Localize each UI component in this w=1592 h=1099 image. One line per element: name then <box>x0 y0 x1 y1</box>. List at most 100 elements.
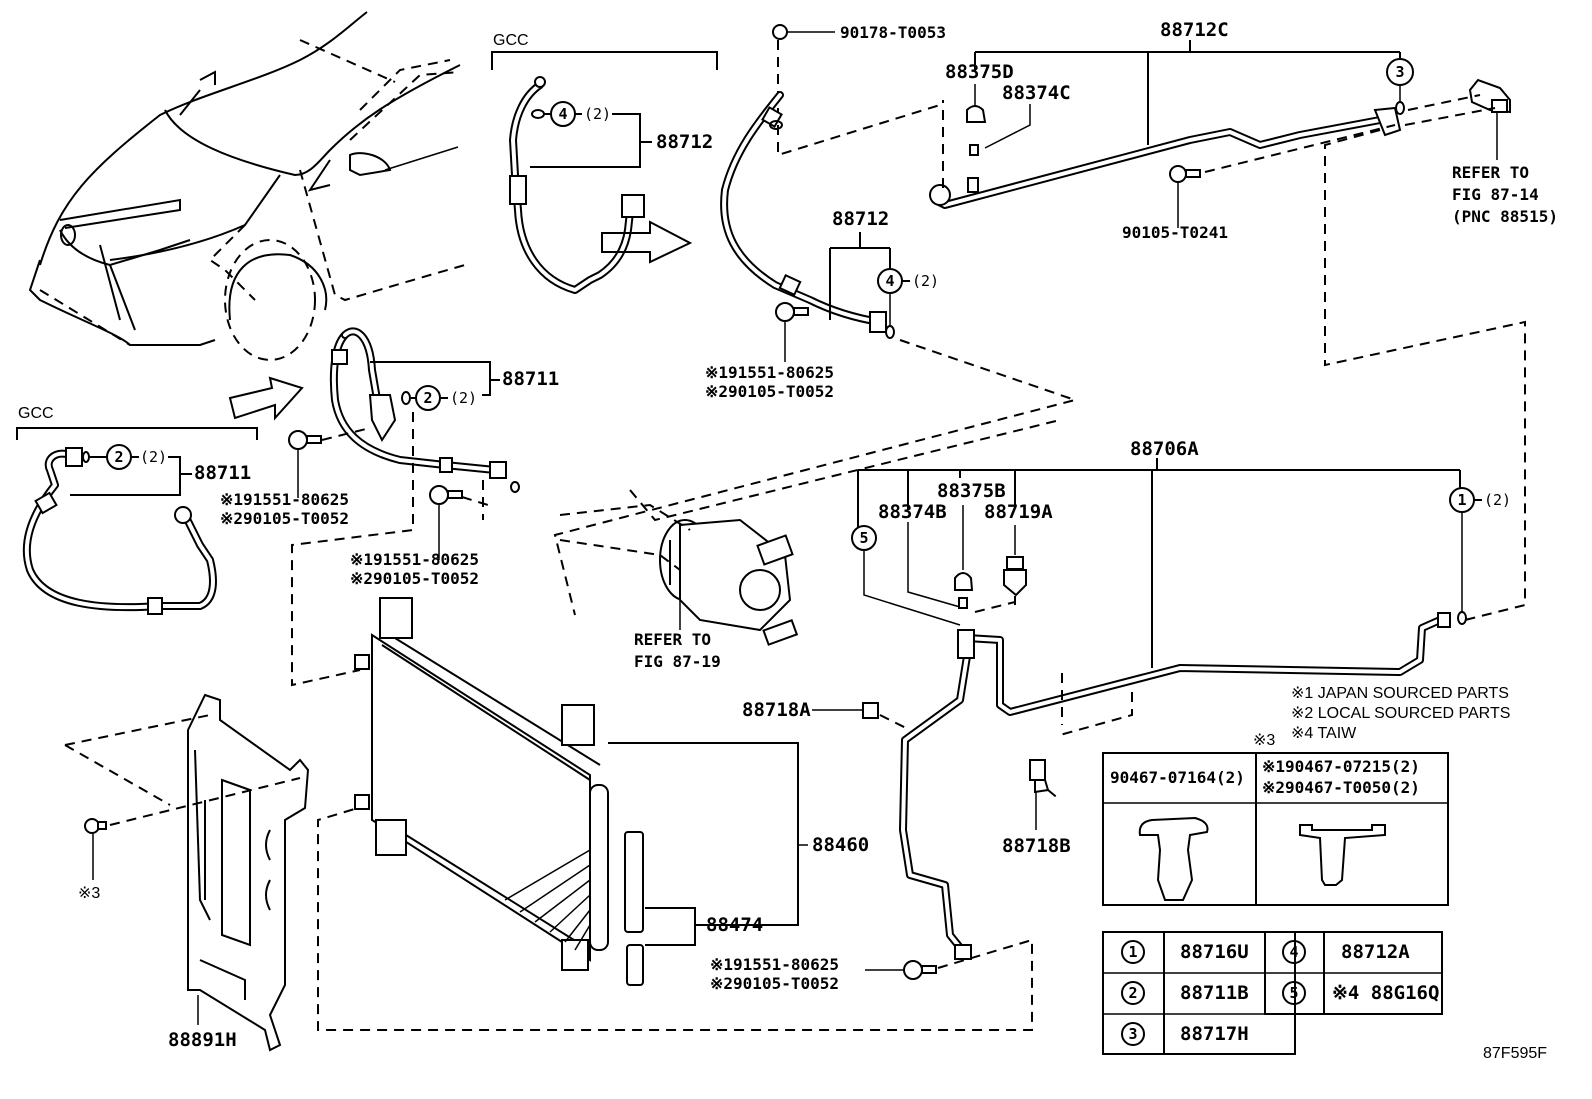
key-part-88711B: 88711B <box>1180 982 1249 1004</box>
bolt-90178-T0053 <box>772 24 835 40</box>
label-88460: 88460 <box>812 834 869 856</box>
bolt-90105-T0241 <box>1169 165 1201 183</box>
svg-text:4: 4 <box>1289 943 1298 961</box>
callout-circle-2-main: 2 <box>415 385 441 411</box>
gcc-bracket-left <box>16 427 258 440</box>
o-ring <box>531 109 545 119</box>
svg-text:(2): (2) <box>584 105 611 123</box>
label-88711-gcc: 88711 <box>194 462 251 484</box>
callout-circle-3: 3 <box>1386 58 1414 86</box>
label-88711-main: 88711 <box>502 368 559 390</box>
note-3-clip: ※3 <box>78 885 100 902</box>
valve-core-88374C <box>969 144 979 156</box>
label-90105-T0241: 90105-T0241 <box>1122 223 1228 242</box>
label-88712-main: 88712 <box>832 208 889 230</box>
key-part-88716U: 88716U <box>1180 941 1249 963</box>
label-88474: 88474 <box>706 914 763 936</box>
svg-text:4: 4 <box>885 272 894 290</box>
svg-text:(2): (2) <box>912 272 939 290</box>
refer-to-line1: REFER TO <box>1452 163 1529 182</box>
key-row-3: 3 88717H <box>1121 1022 1249 1046</box>
svg-text:2: 2 <box>114 448 123 466</box>
label-88712-gcc: 88712 <box>656 131 713 153</box>
clip-col2-header-line1: ※190467-07215(2) <box>1262 757 1420 776</box>
bolt-callout-1-line1: ※191551-80625 <box>705 363 834 382</box>
gcc-label-left: GCC <box>18 405 54 422</box>
shroud-88891H <box>187 693 310 1052</box>
gcc-bracket-top <box>491 51 718 70</box>
clip-table: 90467-07164(2) ※190467-07215(2) ※290467-… <box>1102 752 1449 906</box>
clip-col2-header-line2: ※290467-T0050(2) <box>1262 778 1420 797</box>
refer-to-line3: (PNC 88515) <box>1452 207 1558 226</box>
bolt-callout-3-line2: ※290105-T0052 <box>350 569 479 588</box>
clip-icon <box>84 818 107 834</box>
refer-to-fig-87-19-line1: REFER TO <box>634 630 711 649</box>
refer-to-fig-87-19-line2: FIG 87-19 <box>634 652 721 671</box>
label-88374C: 88374C <box>1002 82 1071 104</box>
bolt-callout-2-line2: ※290105-T0052 <box>220 509 349 528</box>
callout-circle-4-main: 4 <box>877 268 903 294</box>
filter-88474 <box>624 831 644 986</box>
cap-88375D <box>966 105 987 123</box>
figure-id: 87F595F <box>1483 1045 1547 1062</box>
refer-to-line2: FIG 87-14 <box>1452 185 1539 204</box>
key-part-88712A: 88712A <box>1341 941 1410 963</box>
key-part-88G16Q: ※4 88G16Q <box>1332 982 1439 1004</box>
svg-text:(2): (2) <box>450 389 477 407</box>
label-88718A: 88718A <box>742 699 811 721</box>
clip-icon-90467-07164 <box>1138 816 1209 901</box>
pressure-switch-88719A <box>1003 556 1027 597</box>
bolt-icon <box>775 302 809 322</box>
callout-circle-2-gcc: 2 <box>106 444 132 470</box>
clip-col1-header: 90467-07164(2) <box>1110 768 1245 787</box>
clip-icon-90467-07215 <box>1299 824 1386 886</box>
label-88712C: 88712C <box>1160 19 1229 41</box>
hose-88711-main <box>329 327 520 493</box>
bolt-callout-3-line1: ※191551-80625 <box>350 550 479 569</box>
label-88719A: 88719A <box>984 501 1053 523</box>
key-row-2: 2 88711B 5 ※4 88G16Q <box>1121 981 1439 1005</box>
vehicle-outline <box>28 11 466 361</box>
direction-arrow-icon <box>601 220 693 264</box>
hose-88711-gcc <box>22 447 217 615</box>
svg-text:(2): (2) <box>140 448 167 466</box>
svg-text:2: 2 <box>1128 984 1137 1002</box>
legend-note-4: ※4 TAIW <box>1291 725 1357 742</box>
connector-88515 <box>1468 78 1511 114</box>
valve-core-88374B <box>958 597 968 609</box>
condenser-88460 <box>354 597 609 971</box>
clamp-88718A <box>862 702 879 719</box>
hose-88712-gcc <box>509 76 645 294</box>
clip-table-marker: ※3 <box>1253 732 1275 749</box>
cap-88375B <box>954 572 974 591</box>
label-88891H: 88891H <box>168 1029 237 1051</box>
key-table: 1 88716U 4 88712A 2 88711B 5 ※4 88G16Q 3… <box>1102 931 1443 1055</box>
svg-text:4: 4 <box>558 105 567 123</box>
label-88374B: 88374B <box>878 501 947 523</box>
svg-text:5: 5 <box>1289 984 1298 1002</box>
pipe-88712C <box>929 106 1402 209</box>
gcc-label-top: GCC <box>493 32 529 49</box>
svg-text:5: 5 <box>859 529 868 547</box>
svg-text:(2): (2) <box>1484 491 1511 509</box>
key-row-1: 1 88716U 4 88712A <box>1121 940 1410 964</box>
bolt-icon <box>429 485 463 505</box>
key-part-88717H: 88717H <box>1180 1023 1249 1045</box>
legend-note-1: ※1 JAPAN SOURCED PARTS <box>1291 685 1509 702</box>
label-90178-T0053: 90178-T0053 <box>840 23 946 42</box>
legend-note-2: ※2 LOCAL SOURCED PARTS <box>1291 705 1510 722</box>
svg-text:1: 1 <box>1457 491 1466 509</box>
callout-circle-1: 1 <box>1449 487 1475 513</box>
compressor <box>659 518 799 646</box>
clamp-88718B <box>1029 759 1050 794</box>
bolt-callout-4-line1: ※191551-80625 <box>710 955 839 974</box>
bolt-icon <box>903 960 937 980</box>
label-88706A: 88706A <box>1130 438 1199 460</box>
bolt-callout-1-line2: ※290105-T0052 <box>705 382 834 401</box>
callout-circle-5: 5 <box>851 525 877 551</box>
svg-text:3: 3 <box>1128 1025 1137 1043</box>
label-88375B: 88375B <box>937 480 1006 502</box>
bolt-callout-4-line2: ※290105-T0052 <box>710 974 839 993</box>
bolt-callout-2-line1: ※191551-80625 <box>220 490 349 509</box>
